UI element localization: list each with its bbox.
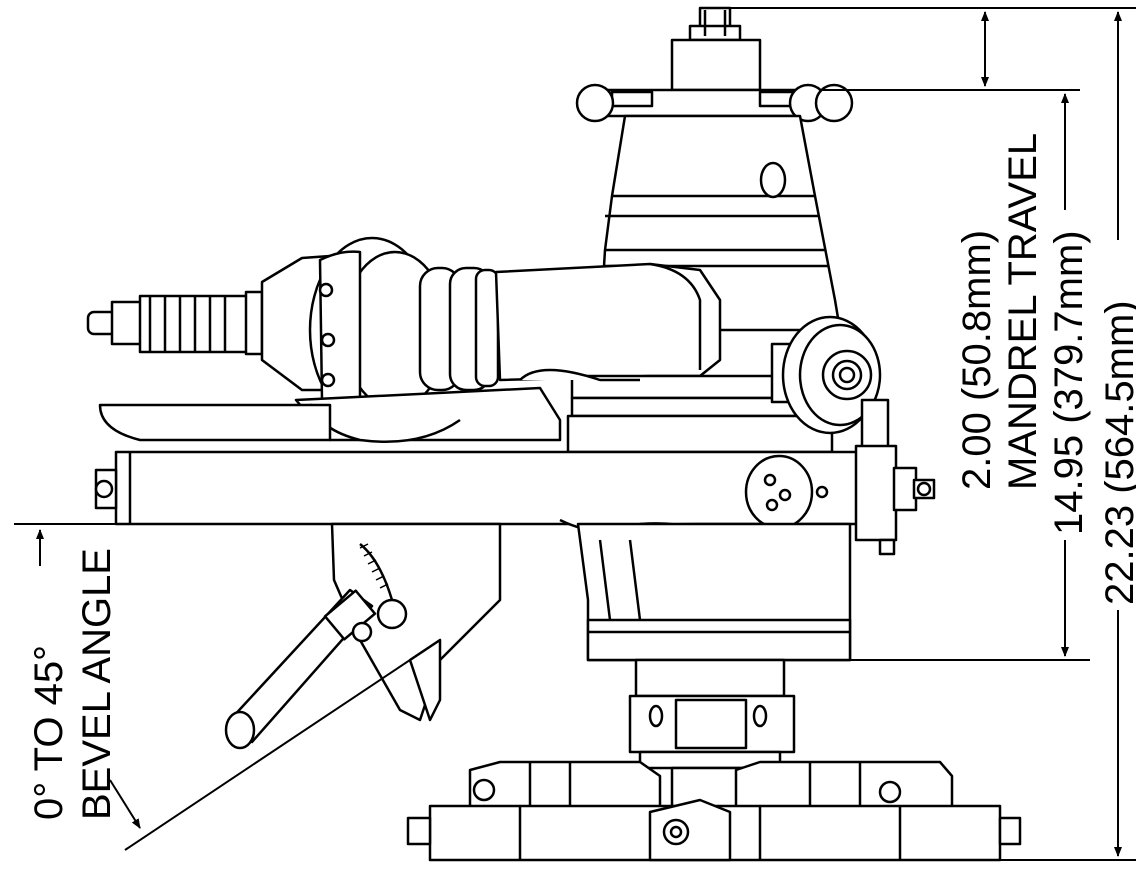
top-drive-nut [670, 6, 762, 92]
bevel-machine [86, 6, 1022, 862]
bevel-angle-range: 0° TO 45° [27, 645, 71, 820]
gear-housing [576, 522, 852, 662]
bevel-angle-caption: BEVEL ANGLE [75, 548, 119, 820]
chip-guard [98, 403, 332, 442]
bevel-protractor [224, 522, 502, 750]
mandrel-travel-value: 2.00 (50.8mm) [955, 230, 999, 490]
feed-handles [575, 83, 854, 123]
dimension-lines [14, 7, 1136, 861]
dimension-labels: 2.00 (50.8mm) MANDREL TRAVEL 14.95 (379.… [27, 133, 1136, 820]
expansion-blocks [406, 760, 1022, 862]
height-dimension-total: 22.23 (564.5mm) [1098, 300, 1136, 605]
motor-assembly [86, 236, 722, 443]
mandrel-column [628, 658, 796, 820]
mandrel-travel-caption: MANDREL TRAVEL [1001, 133, 1045, 490]
feed-wheel [770, 315, 890, 452]
height-dimension-middle: 14.95 (379.7mm) [1047, 230, 1091, 535]
